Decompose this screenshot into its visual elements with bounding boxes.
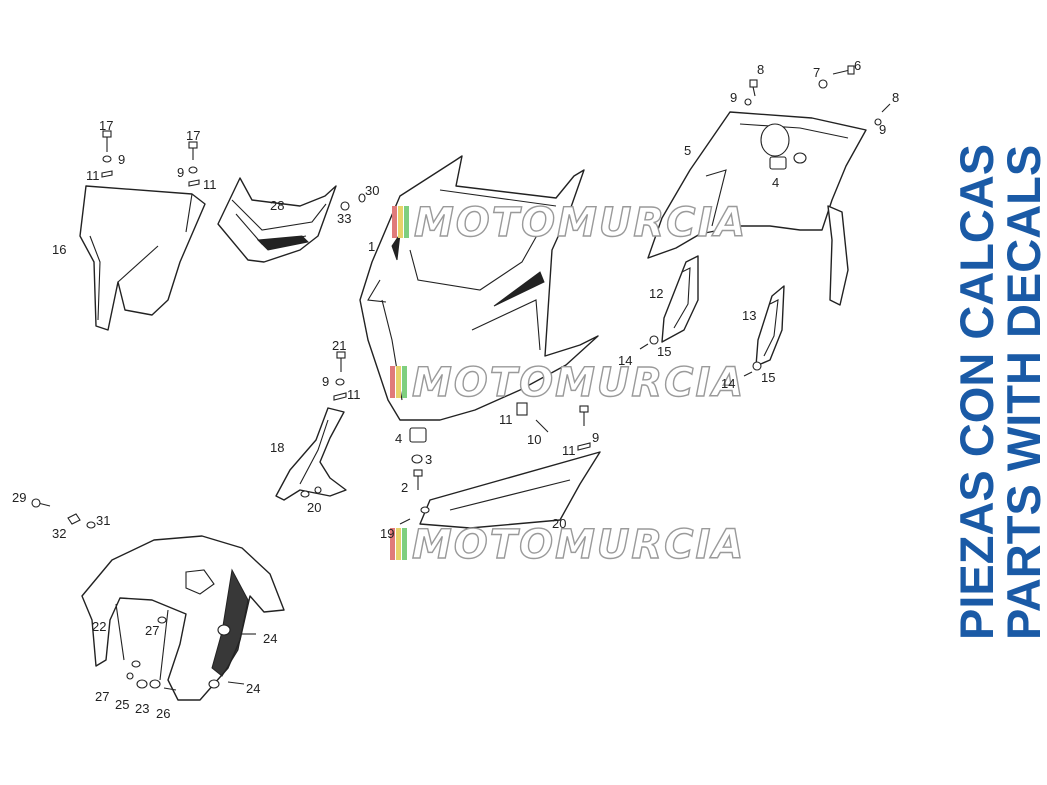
watermark-top: MOTOMURCIA: [392, 199, 747, 247]
callout-27: 27: [95, 689, 109, 704]
callout-9: 9: [730, 90, 737, 105]
callout-7: 7: [813, 65, 820, 80]
part-18-inner-side-piece: [275, 407, 347, 501]
callout-9: 9: [177, 165, 184, 180]
watermark-bottom: MOTOMURCIA: [390, 521, 745, 569]
callout-32: 32: [52, 526, 66, 541]
svg-text:MOTOMURCIA: MOTOMURCIA: [412, 522, 745, 568]
hardware-4-5-upper: [769, 156, 787, 170]
callout-9: 9: [322, 374, 329, 389]
watermark-middle: MOTOMURCIA: [390, 359, 745, 407]
hardware-9-11-21-left-mid: [300, 351, 347, 498]
callout-18: 18: [270, 440, 284, 455]
callout-11: 11: [499, 412, 513, 427]
callout-9: 9: [879, 122, 886, 137]
svg-text:MOTOMURCIA: MOTOMURCIA: [414, 200, 747, 246]
callout-16: 16: [52, 242, 66, 257]
callout-24: 24: [246, 681, 260, 696]
svg-text:MOTOMURCIA: MOTOMURCIA: [412, 360, 745, 406]
callout-1: 1: [368, 239, 375, 254]
callout-33: 33: [337, 211, 351, 226]
part-5-rear-inner-panel: [647, 111, 867, 306]
title-piezas-con-calcas: PIEZAS CON CALCAS: [950, 143, 1003, 640]
callout-24: 24: [263, 631, 277, 646]
callout-4: 4: [395, 431, 402, 446]
callout-23: 23: [135, 701, 149, 716]
callout-11: 11: [203, 177, 217, 192]
part-19-lower-panel: [399, 451, 601, 529]
callout-21: 21: [332, 338, 346, 353]
hardware-6-7-8-9-top: [744, 65, 891, 126]
hardware-30-33: [340, 193, 366, 211]
part-16-left-side-panel: [79, 185, 206, 331]
hardware-10-11-center: [516, 402, 591, 451]
callout-10: 10: [527, 432, 541, 447]
callout-11: 11: [562, 443, 576, 458]
callout-14: 14: [721, 376, 735, 391]
callout-3: 3: [425, 452, 432, 467]
callout-15: 15: [657, 344, 671, 359]
callout-5: 5: [684, 143, 691, 158]
callout-31: 31: [96, 513, 110, 528]
part-12-vent-left: [661, 255, 699, 343]
callout-22: 22: [92, 619, 106, 634]
callout-20: 20: [552, 516, 566, 531]
callout-30: 30: [365, 183, 379, 198]
callout-6: 6: [854, 58, 861, 73]
callout-9: 9: [118, 152, 125, 167]
hardware-2-3-4-center: [409, 427, 427, 490]
callout-15: 15: [761, 370, 775, 385]
callout-25: 25: [115, 697, 129, 712]
part-22-front-mudguard: [81, 535, 285, 701]
callout-2: 2: [401, 480, 408, 495]
callout-19: 19: [380, 526, 394, 541]
callout-8: 8: [757, 62, 764, 77]
callout-27: 27: [145, 623, 159, 638]
hardware-29-31-32: [31, 498, 96, 529]
callout-9: 9: [592, 430, 599, 445]
hardware-14-15: [639, 335, 762, 377]
callout-4: 4: [772, 175, 779, 190]
callout-13: 13: [742, 308, 756, 323]
callout-labels: 1 2 3 4 4 5 6 7 8 8 9 9 9 9 9 9 10 11 11…: [12, 58, 899, 721]
callout-17: 17: [186, 128, 200, 143]
part-13-vent-right: [755, 285, 785, 367]
callout-14: 14: [618, 353, 632, 368]
callout-11: 11: [347, 387, 361, 402]
callout-17: 17: [99, 118, 113, 133]
callout-28: 28: [270, 198, 284, 213]
part-28-grille: [217, 177, 337, 263]
callout-12: 12: [649, 286, 663, 301]
hardware-23-27: [126, 616, 256, 691]
callout-26: 26: [156, 706, 170, 721]
hardware-17-9-11-left: [101, 130, 200, 187]
callout-11: 11: [86, 168, 100, 183]
title-parts-with-decals: PARTS WITH DECALS: [997, 144, 1047, 640]
callout-20: 20: [307, 500, 321, 515]
callout-29: 29: [12, 490, 26, 505]
callout-8: 8: [892, 90, 899, 105]
